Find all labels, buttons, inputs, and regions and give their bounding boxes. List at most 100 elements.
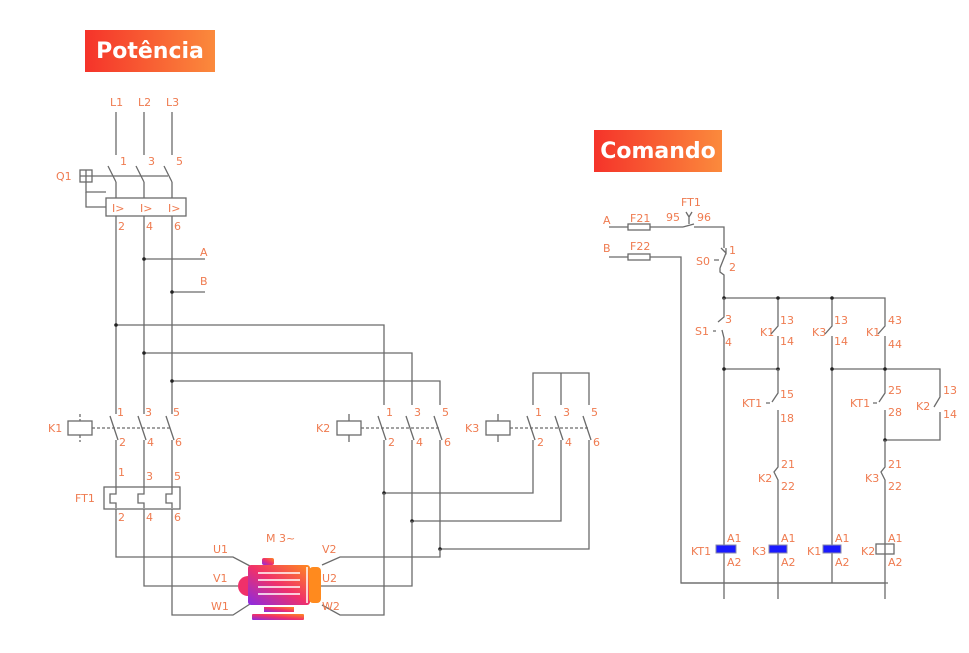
svg-text:V2: V2 (322, 543, 337, 556)
svg-text:14: 14 (780, 335, 794, 348)
motor-icon (238, 558, 321, 620)
svg-text:28: 28 (888, 406, 902, 419)
tap-b-label: B (200, 275, 208, 288)
svg-text:21: 21 (781, 458, 795, 471)
svg-text:4: 4 (146, 220, 153, 233)
svg-text:S1: S1 (695, 325, 709, 338)
svg-text:3: 3 (145, 406, 152, 419)
svg-text:43: 43 (888, 314, 902, 327)
svg-text:3: 3 (414, 406, 421, 419)
svg-text:1: 1 (118, 466, 125, 479)
svg-text:K3: K3 (865, 472, 879, 485)
svg-text:5: 5 (591, 406, 598, 419)
svg-text:2: 2 (119, 436, 126, 449)
svg-text:6: 6 (174, 511, 181, 524)
svg-text:S0: S0 (696, 255, 710, 268)
svg-text:6: 6 (175, 436, 182, 449)
svg-text:A: A (603, 214, 611, 227)
power-section-title: Potência (85, 30, 215, 72)
power-circuit: L1 L2 L3 1 3 5 Q1 I> I> I> 2 4 6 (48, 96, 600, 620)
line-label: L1 (110, 96, 123, 109)
line-label: L3 (166, 96, 179, 109)
svg-text:13: 13 (834, 314, 848, 327)
contactor-k1: K1 1 3 5 2 4 6 (48, 405, 182, 449)
svg-text:6: 6 (174, 220, 181, 233)
breaker-tag: Q1 (56, 170, 72, 183)
command-section-title: Comando (594, 130, 722, 172)
svg-text:U1: U1 (213, 543, 228, 556)
svg-text:2: 2 (729, 261, 736, 274)
svg-text:3: 3 (725, 313, 732, 326)
svg-text:5: 5 (173, 406, 180, 419)
svg-text:2: 2 (388, 436, 395, 449)
svg-text:96: 96 (697, 211, 711, 224)
svg-text:3: 3 (148, 155, 155, 168)
svg-text:44: 44 (888, 338, 902, 351)
fuse-label: F22 (630, 240, 650, 253)
svg-text:5: 5 (174, 470, 181, 483)
svg-text:13: 13 (943, 384, 957, 397)
svg-text:K1: K1 (48, 422, 62, 435)
svg-text:K2: K2 (916, 400, 930, 413)
svg-text:A2: A2 (888, 556, 903, 569)
svg-text:I>: I> (140, 202, 152, 215)
svg-text:KT1: KT1 (691, 545, 711, 558)
line-label: L2 (138, 96, 151, 109)
svg-text:4: 4 (725, 336, 732, 349)
svg-text:K3: K3 (752, 545, 766, 558)
svg-text:K3: K3 (465, 422, 479, 435)
fuse-label: F21 (630, 212, 650, 225)
svg-text:21: 21 (888, 458, 902, 471)
svg-text:K2: K2 (861, 545, 875, 558)
svg-text:25: 25 (888, 384, 902, 397)
svg-text:V1: V1 (213, 572, 228, 585)
svg-text:2: 2 (118, 511, 125, 524)
svg-text:B: B (603, 242, 611, 255)
svg-text:13: 13 (780, 314, 794, 327)
svg-text:FT1: FT1 (681, 196, 701, 209)
svg-text:95: 95 (666, 211, 680, 224)
svg-text:A1: A1 (781, 532, 796, 545)
svg-text:1: 1 (729, 244, 736, 257)
svg-text:18: 18 (780, 412, 794, 425)
svg-text:4: 4 (147, 436, 154, 449)
svg-text:1: 1 (117, 406, 124, 419)
svg-text:K2: K2 (316, 422, 330, 435)
svg-text:4: 4 (416, 436, 423, 449)
svg-text:K1: K1 (807, 545, 821, 558)
svg-text:3: 3 (563, 406, 570, 419)
svg-text:5: 5 (442, 406, 449, 419)
svg-text:K1: K1 (760, 326, 774, 339)
svg-text:2: 2 (537, 436, 544, 449)
svg-text:KT1: KT1 (742, 397, 762, 410)
svg-text:2: 2 (118, 220, 125, 233)
svg-text:1: 1 (386, 406, 393, 419)
svg-text:K1: K1 (866, 326, 880, 339)
svg-text:4: 4 (565, 436, 572, 449)
svg-text:3: 3 (146, 470, 153, 483)
svg-text:W1: W1 (211, 600, 229, 613)
svg-text:A1: A1 (888, 532, 903, 545)
breaker-q1: 1 3 5 Q1 I> I> I> 2 4 6 (56, 155, 187, 233)
svg-text:14: 14 (943, 408, 957, 421)
svg-text:15: 15 (780, 388, 794, 401)
svg-text:I>: I> (168, 202, 180, 215)
command-circuit: A B F21 F22 FT1 95 96 S0 1 2 S1 3 4 K1 13 1… (603, 196, 957, 599)
svg-text:I>: I> (112, 202, 124, 215)
svg-text:A2: A2 (781, 556, 796, 569)
svg-text:14: 14 (834, 335, 848, 348)
svg-text:KT1: KT1 (850, 397, 870, 410)
svg-text:5: 5 (176, 155, 183, 168)
svg-text:A1: A1 (835, 532, 850, 545)
svg-text:1: 1 (120, 155, 127, 168)
svg-text:1: 1 (535, 406, 542, 419)
svg-text:22: 22 (781, 480, 795, 493)
svg-text:W2: W2 (322, 600, 340, 613)
svg-text:6: 6 (444, 436, 451, 449)
motor-tag: M 3~ (266, 532, 295, 545)
